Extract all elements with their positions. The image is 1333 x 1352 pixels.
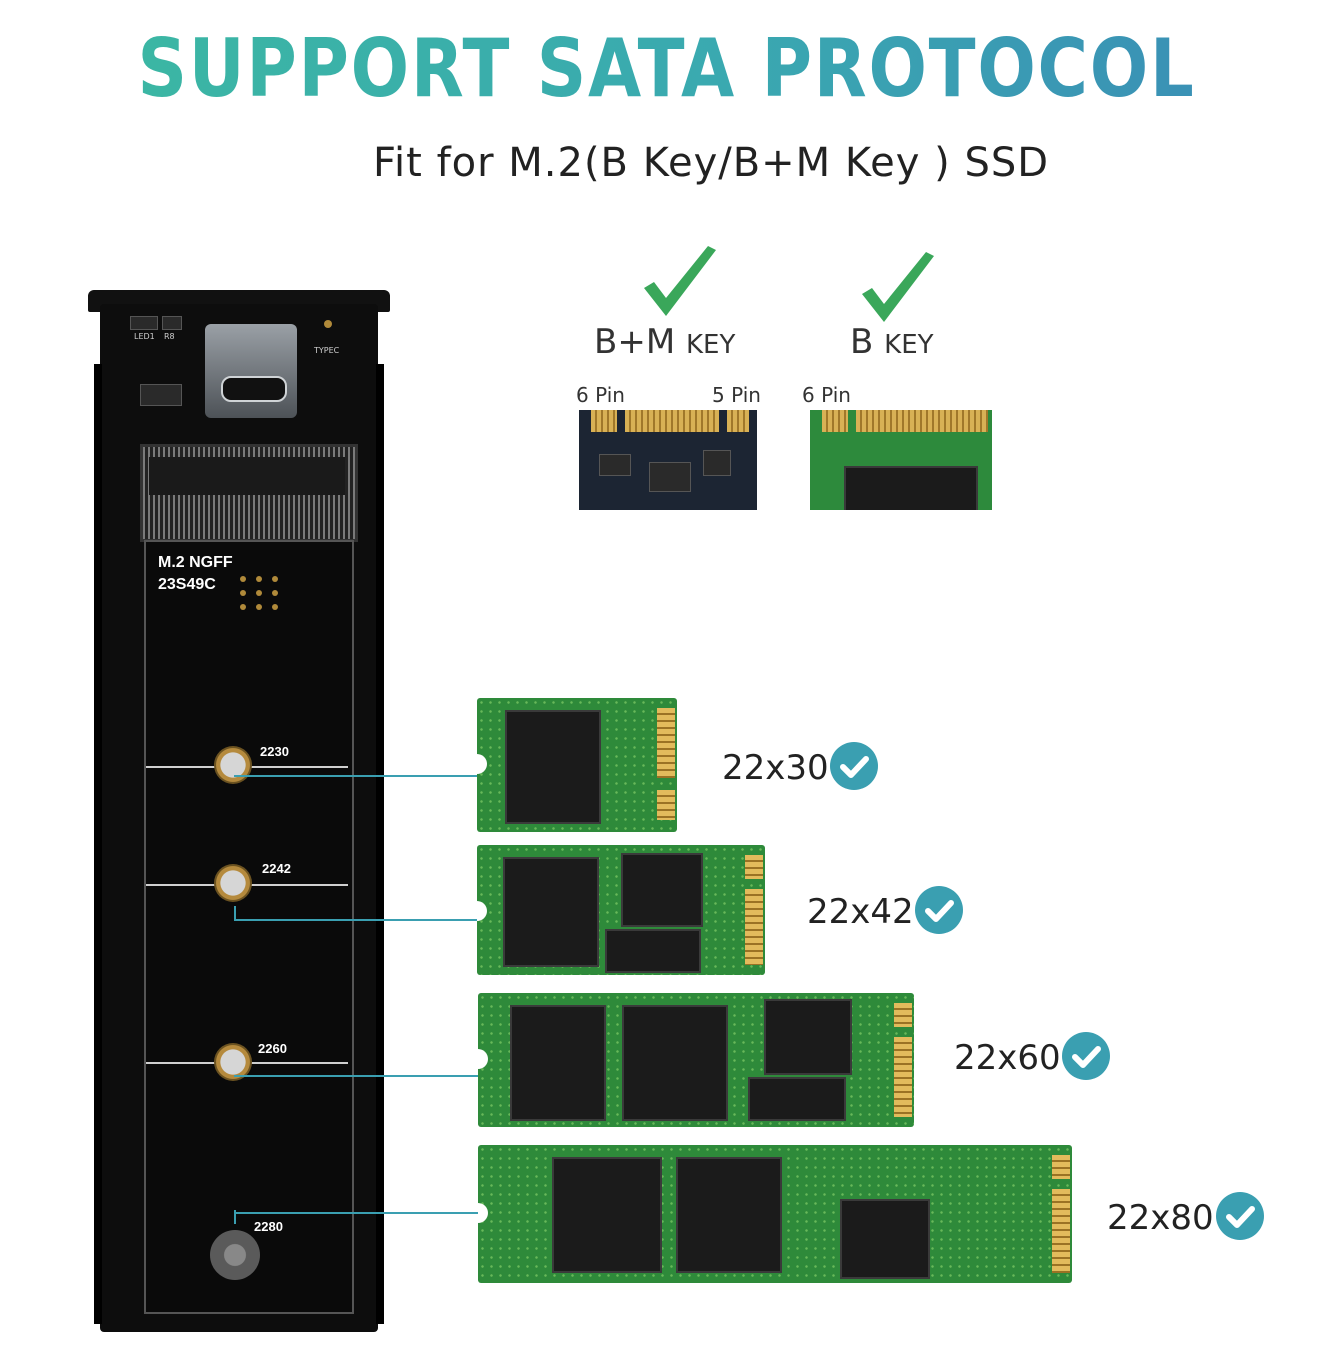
enclosure-rail-left: [94, 364, 102, 1324]
size-label-22x42: 22x42: [807, 892, 914, 932]
ssd-2280: [478, 1145, 1072, 1283]
size-label-22x60: 22x60: [954, 1038, 1061, 1078]
check-circle-icon: [830, 742, 878, 790]
m2-connector-socket: [149, 457, 345, 495]
size-label-22x80: 22x80: [1107, 1198, 1214, 1238]
resistor-component: [162, 316, 182, 330]
leader-line-2230: [234, 775, 484, 777]
model-label: M.2 NGFF 23S49C: [158, 552, 233, 596]
standoff-2260: [214, 1043, 252, 1081]
check-circle-icon: [915, 886, 963, 934]
board-mark-r8: R8: [164, 332, 175, 341]
pin-label-b-left: 6 Pin: [802, 383, 851, 407]
model-label-line2: 23S49C: [158, 576, 216, 593]
bm-key-card: [579, 410, 757, 510]
subheadline: Fit for M.2(B Key/B+M Key ) SSD: [372, 140, 1050, 186]
enclosure-body: LED1 R8 TYPEC C2 M.2 NGFF 23S49C 2230 22…: [94, 304, 384, 1332]
led-dot: [324, 320, 332, 328]
m2-connector: [140, 444, 358, 542]
standoff-2242: [214, 864, 252, 902]
check-circle-icon: [1216, 1192, 1264, 1240]
usb-c-port: [205, 324, 297, 418]
size-label-22x30: 22x30: [722, 748, 829, 788]
ssd-2230: [477, 698, 677, 832]
leader-tick-2242: [234, 906, 236, 920]
key-label-b-suffix: KEY: [884, 330, 934, 360]
key-label-bm: B+M KEY: [594, 322, 735, 362]
enclosure-rail-right: [376, 364, 384, 1324]
headline: SUPPORT SATA PROTOCOL: [93, 22, 1239, 115]
standoff-2280: [210, 1230, 260, 1280]
leader-line-2242: [234, 919, 484, 921]
model-label-line1: M.2 NGFF: [158, 554, 233, 571]
standoff-label-2260: 2260: [258, 1041, 287, 1056]
board-mark-typec: TYPEC: [314, 346, 340, 355]
standoff-2230: [214, 746, 252, 784]
key-label-b-main: B: [850, 322, 874, 362]
board-mark-led: LED1: [134, 332, 155, 341]
check-mark-icon: [862, 252, 934, 322]
leader-tick-2280: [234, 1210, 236, 1224]
check-mark-icon: [644, 246, 716, 316]
pin-label-bm-right: 5 Pin: [712, 383, 761, 407]
b-key-card: [810, 410, 992, 510]
pad-grid: [240, 576, 282, 616]
leader-line-2260: [234, 1075, 484, 1077]
capacitor-component: [140, 384, 182, 406]
key-label-bm-suffix: KEY: [685, 330, 736, 360]
ssd-enclosure: LED1 R8 TYPEC C2 M.2 NGFF 23S49C 2230 22…: [88, 290, 390, 1332]
key-label-bm-main: B+M: [594, 322, 676, 362]
standoff-label-2242: 2242: [262, 861, 291, 876]
standoff-label-2230: 2230: [260, 744, 289, 759]
ssd-bay: [144, 540, 354, 1314]
ssd-2242: [477, 845, 765, 975]
leader-line-2280: [234, 1212, 484, 1214]
ssd-2260: [478, 993, 914, 1127]
key-label-b: B KEY: [850, 322, 934, 362]
check-circle-icon: [1062, 1032, 1110, 1080]
usb-c-slot: [221, 376, 287, 402]
standoff-label-2280: 2280: [254, 1219, 283, 1234]
led-component: [130, 316, 158, 330]
pin-label-bm-left: 6 Pin: [576, 383, 625, 407]
